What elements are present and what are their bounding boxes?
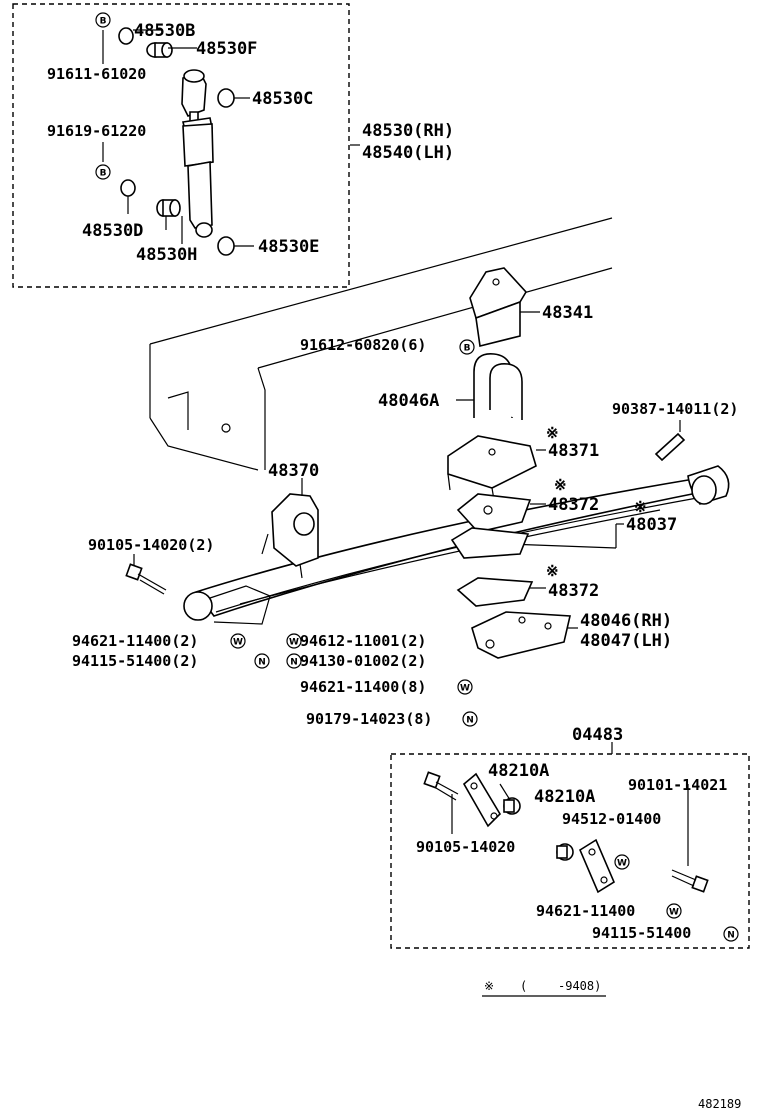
label-48370: 48370 xyxy=(268,461,319,481)
bolt-90105-left xyxy=(125,563,167,595)
label-48341: 48341 xyxy=(542,303,593,323)
label-48371: 48371 xyxy=(548,441,599,461)
footnote-asterisk: ※ xyxy=(484,979,494,993)
diagram-id: 482189 xyxy=(698,1097,741,1111)
label-48210A-upper: 48210A xyxy=(488,761,549,781)
label-48530C: 48530C xyxy=(252,89,313,109)
shock-absorber-illustration xyxy=(181,69,214,238)
badge-w-94612: W xyxy=(289,638,299,648)
label-91619-61220: 91619-61220 xyxy=(47,122,146,140)
badge-n-94115-kit-circle xyxy=(723,926,739,942)
label-94612-11001: 94612-11001(2) xyxy=(300,632,426,650)
seat-48372-lower xyxy=(456,577,534,607)
badge-w-94621-2: W xyxy=(233,638,243,648)
badge-b-91619-circle xyxy=(95,164,111,180)
label-48210A-lower: 48210A xyxy=(534,787,595,807)
label-91612-60820: 91612-60820(6) xyxy=(300,336,426,354)
asterisk-48037: ※ xyxy=(634,498,647,516)
label-90179-14023: 90179-14023(8) xyxy=(306,710,432,728)
badge-b-91611-circle xyxy=(95,12,111,28)
pad-48371 xyxy=(447,435,537,501)
badge-b-91612-circle xyxy=(459,339,475,355)
label-94621-11400-8: 94621-11400(8) xyxy=(300,678,426,696)
bushing-48530F xyxy=(146,42,173,58)
badge-n-94115-2: N xyxy=(258,658,266,668)
badge-w-94621-8: W xyxy=(460,684,470,694)
pin-90387 xyxy=(654,432,686,462)
badge-w-94512: W xyxy=(617,859,627,869)
label-94115-51400-kit: 94115-51400 xyxy=(592,924,691,942)
label-48530E: 48530E xyxy=(258,237,319,257)
frame-rail-illustration xyxy=(149,217,613,471)
label-94512-01400: 94512-01400 xyxy=(562,810,661,828)
badge-n-90179-circle xyxy=(462,711,478,727)
label-48530RH: 48530(RH) xyxy=(362,121,454,141)
label-48540LH: 48540(LH) xyxy=(362,143,454,163)
label-48530H: 48530H xyxy=(136,245,197,265)
label-90105-14020-kit: 90105-14020 xyxy=(416,838,515,856)
label-48037: 48037 xyxy=(626,515,677,535)
badge-w-94512-circle xyxy=(614,854,630,870)
badge-n-94130-circle xyxy=(286,653,302,669)
asterisk-48371: ※ xyxy=(546,424,559,442)
label-94621-11400-2: 94621-11400(2) xyxy=(72,632,198,650)
label-94130-01002: 94130-01002(2) xyxy=(300,652,426,670)
label-48372-lower: 48372 xyxy=(548,581,599,601)
label-90105-14020-left: 90105-14020(2) xyxy=(88,536,214,554)
bushing-48530B xyxy=(118,27,134,45)
badge-w-94612-circle xyxy=(286,633,302,649)
bushing-91619 xyxy=(120,179,136,197)
plate-48046-48047 xyxy=(471,611,571,659)
badge-n-94115-kit: N xyxy=(727,931,735,941)
footnote-range: -9408) xyxy=(558,979,601,993)
badge-n-94130: N xyxy=(290,658,298,668)
label-48530F: 48530F xyxy=(196,39,257,59)
label-48372-upper: 48372 xyxy=(548,495,599,515)
badge-n-90179: N xyxy=(466,716,474,726)
label-48046A: 48046A xyxy=(378,391,439,411)
asterisk-48372-upper: ※ xyxy=(554,476,567,494)
badge-b-91612: B xyxy=(464,344,471,354)
badge-w-94621-kit: W xyxy=(669,908,679,918)
label-04483: 04483 xyxy=(572,725,623,745)
badge-b-91619: B xyxy=(100,169,107,179)
label-94115-51400-2: 94115-51400(2) xyxy=(72,652,198,670)
washer-48530E xyxy=(217,236,235,256)
badge-b-91611: B xyxy=(100,17,107,27)
badge-n-94115-2-circle xyxy=(254,653,270,669)
shackle-kit-frame xyxy=(390,753,750,949)
label-48046RH: 48046(RH) xyxy=(580,611,672,631)
shock-absorber-group-frame xyxy=(12,3,350,288)
label-94621-11400-kit: 94621-11400 xyxy=(536,902,635,920)
u-bolt-48046A xyxy=(473,353,523,420)
leaf-spring-48037 xyxy=(183,465,730,625)
bushing-48530D xyxy=(156,199,181,217)
washer-48530C xyxy=(217,88,235,108)
seat-48372-upper xyxy=(450,493,532,559)
bracket-48341 xyxy=(469,267,527,347)
asterisk-48372-lower: ※ xyxy=(546,562,559,580)
label-90101-14021: 90101-14021 xyxy=(628,776,727,794)
label-91611-61020: 91611-61020 xyxy=(47,65,146,83)
badge-w-94621-2-circle xyxy=(230,633,246,649)
shackle-kit-illustration xyxy=(423,771,709,894)
label-48530B: 48530B xyxy=(134,21,195,41)
label-48047LH: 48047(LH) xyxy=(580,631,672,651)
badge-w-94621-8-circle xyxy=(457,679,473,695)
label-48530D: 48530D xyxy=(82,221,143,241)
label-90387-14011: 90387-14011(2) xyxy=(612,400,738,418)
badge-w-94621-kit-circle xyxy=(666,903,682,919)
bracket-48370 xyxy=(261,493,319,579)
footnote-open-paren: ( xyxy=(520,979,527,993)
